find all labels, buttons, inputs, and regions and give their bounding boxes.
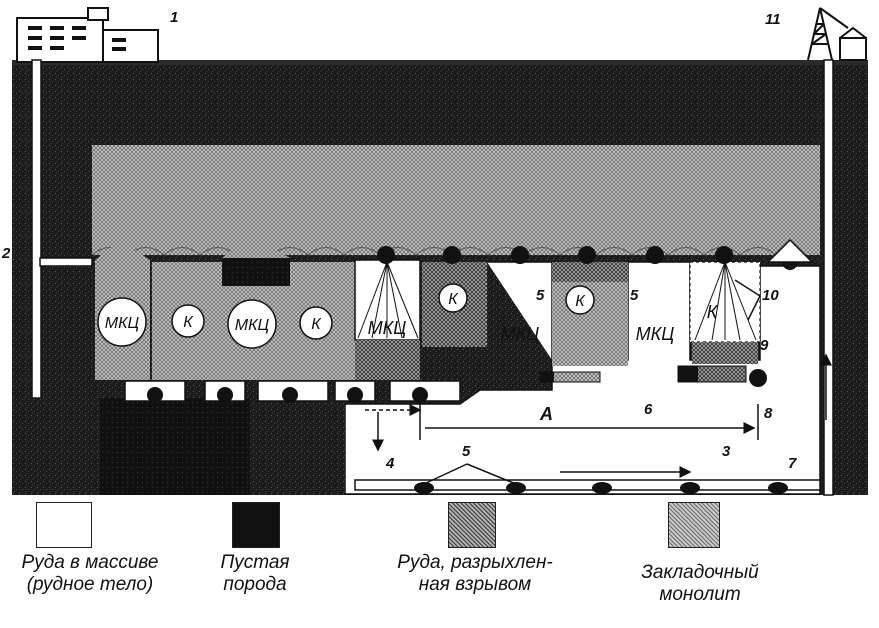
- label-11: 11: [765, 11, 781, 28]
- legend-swatch-ore-massif: [36, 502, 92, 548]
- legend-swatch-backfill: [668, 502, 720, 548]
- label-9: 9: [760, 337, 769, 354]
- legend-line2: ная взрывом: [418, 574, 532, 595]
- legend-item-blasted-ore: Руда, разрыхлен- ная взрывом: [380, 552, 570, 596]
- headframe-icon: [807, 7, 867, 61]
- label-5c: 5: [630, 287, 639, 304]
- label-7: 7: [788, 455, 797, 472]
- legend-line2: монолит: [659, 584, 741, 605]
- label-5b: 5: [536, 287, 545, 304]
- label-4: 4: [385, 455, 395, 472]
- label-mkc-3: МКЦ: [368, 318, 407, 338]
- upper-backfill: [92, 145, 820, 255]
- label-k-2: К: [311, 316, 322, 333]
- legend-item-ore-massif: Руда в массиве (рудное тело): [0, 552, 180, 596]
- label-8: 8: [764, 405, 773, 422]
- label-mkc-5: МКЦ: [636, 324, 675, 344]
- haulage-drift: [354, 479, 821, 491]
- loading-drifts: [124, 380, 461, 403]
- legend-line2: порода: [223, 574, 287, 595]
- surface-building: [16, 7, 159, 63]
- blasthole-fan: [357, 261, 419, 339]
- label-mkc-4: МКЦ: [501, 324, 540, 344]
- label-5a: 5: [462, 443, 471, 460]
- label-6: 6: [644, 401, 653, 418]
- legend-line1: Руда в массиве: [21, 552, 159, 573]
- legend-item-backfill: Закладочный монолит: [620, 562, 780, 606]
- label-k-5: К: [707, 302, 719, 322]
- ventilation-shaft: [31, 59, 42, 399]
- label-k-3: К: [448, 291, 459, 308]
- legend-line1: Руда, разрыхлен-: [397, 552, 553, 573]
- legend-item-waste-rock: Пустая порода: [195, 552, 315, 596]
- label-A: А: [539, 404, 553, 424]
- legend-line1: Пустая: [220, 552, 290, 573]
- label-1: 1: [170, 9, 178, 26]
- legend-line2: (рудное тело): [26, 574, 154, 595]
- legend-line1: Закладочный: [641, 562, 759, 583]
- label-3: 3: [722, 443, 731, 460]
- legend-swatch-waste-rock: [232, 502, 280, 548]
- main-shaft: [823, 59, 834, 496]
- label-k-1: К: [183, 314, 194, 331]
- level-drift: [39, 257, 93, 267]
- label-mkc-1: МКЦ: [105, 315, 140, 332]
- top-drifts: [377, 246, 798, 270]
- label-k-4: К: [575, 293, 586, 310]
- label-mkc-2: МКЦ: [235, 317, 270, 334]
- blasted-ore-heap: [692, 342, 758, 364]
- label-10: 10: [762, 287, 779, 304]
- legend-swatch-blasted-ore: [448, 502, 496, 548]
- label-2: 2: [1, 245, 11, 262]
